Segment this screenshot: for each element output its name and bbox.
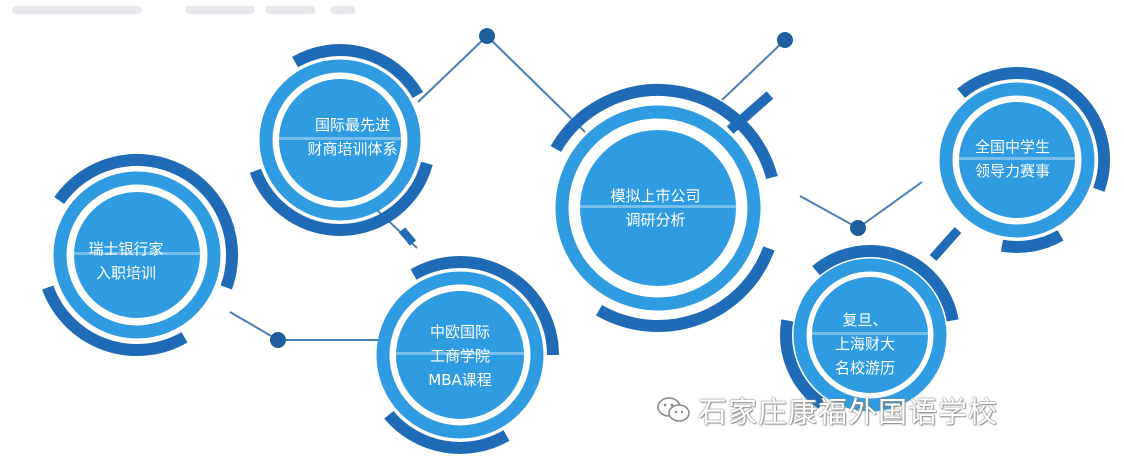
ring-arc (812, 245, 959, 322)
node-ceibs (376, 256, 559, 454)
node-listed-company (550, 83, 778, 333)
node-text-line: 财商培训体系 (307, 140, 398, 158)
watermark: 石家庄康福外国语学校 (656, 390, 998, 430)
node-text-line: 国际最先进 (314, 116, 390, 134)
connector-dot (850, 220, 866, 236)
ring-arc (780, 319, 826, 409)
ring-arc (1000, 230, 1064, 253)
ring-arc (292, 44, 424, 99)
node-label-student-leadership: 全国中学生 领导力赛事 (955, 135, 1070, 183)
node-disc (396, 291, 524, 419)
node-ring (376, 271, 544, 439)
node-disc (812, 277, 928, 393)
node-label-intl-finance: 国际最先进 财商培训体系 (290, 113, 415, 161)
node-divider (396, 352, 524, 355)
node-disc (74, 192, 200, 318)
node-disc (279, 79, 401, 201)
node-fudan-sufe (780, 245, 959, 412)
faded-header-strip (0, 0, 1124, 22)
node-swiss-banker (42, 153, 239, 357)
node-text-line: 复旦、 (842, 311, 888, 329)
ring-arc (596, 246, 775, 333)
faded-header-text (330, 6, 355, 14)
node-tail (929, 227, 962, 261)
node-text-line: 上海财大 (834, 335, 895, 353)
ring-arc (957, 67, 1111, 192)
node-divider (580, 205, 736, 208)
node-ring (939, 82, 1095, 238)
node-student-leadership (939, 67, 1111, 253)
ring-arc (410, 256, 559, 356)
node-ring (259, 59, 421, 221)
connector-dot (270, 332, 286, 348)
node-text-line: 工商学院 (429, 347, 490, 365)
node-ring (555, 105, 761, 311)
faded-header-text (185, 6, 255, 14)
node-divider (812, 332, 928, 335)
node-divider (279, 137, 401, 140)
node-divider (74, 252, 200, 255)
node-text-line: 模拟上市公司 (610, 187, 701, 205)
connector-line (721, 39, 786, 101)
node-ring (53, 171, 221, 339)
node-ring (793, 258, 947, 412)
ring-arc (384, 410, 510, 454)
node-text-line: 瑞士银行家 (88, 240, 164, 258)
connector-dot (479, 28, 495, 44)
node-text-line: 名校游历 (834, 359, 895, 377)
node-text-line: 中欧国际 (429, 323, 490, 341)
watermark-text: 石家庄康福外国语学校 (698, 395, 999, 429)
ring-arc (550, 83, 778, 180)
node-label-listed-company: 模拟上市公司 调研分析 (593, 184, 718, 232)
node-label-ceibs: 中欧国际 工商学院 MBA课程 (405, 320, 515, 392)
node-text-line: 领导力赛事 (974, 162, 1050, 180)
connector-line (229, 311, 279, 341)
node-label-fudan-sufe: 复旦、 上海财大 名校游历 (815, 308, 915, 380)
ring-arc (42, 285, 188, 357)
connector-line (799, 195, 859, 229)
node-text-line: 调研分析 (625, 211, 686, 229)
connector-line (857, 181, 923, 229)
circle-nodes (42, 44, 1111, 454)
node-text-line: MBA课程 (428, 371, 492, 389)
connector-line (417, 35, 488, 103)
ring-arc (249, 161, 433, 236)
node-disc (959, 102, 1075, 218)
faded-header-text (12, 6, 142, 14)
node-text-line: 全国中学生 (974, 138, 1050, 156)
node-text-line: 入职培训 (95, 264, 156, 282)
node-tail (398, 227, 417, 246)
node-disc (580, 130, 736, 286)
wechat-icon (657, 397, 690, 422)
connector-dot (777, 32, 793, 48)
node-label-swiss-banker: 瑞士银行家 入职培训 (71, 237, 181, 285)
connector-line (486, 35, 586, 133)
node-divider (959, 157, 1075, 160)
ring-arc (54, 153, 239, 290)
node-intl-finance (249, 44, 433, 236)
faded-header-text (265, 6, 315, 14)
